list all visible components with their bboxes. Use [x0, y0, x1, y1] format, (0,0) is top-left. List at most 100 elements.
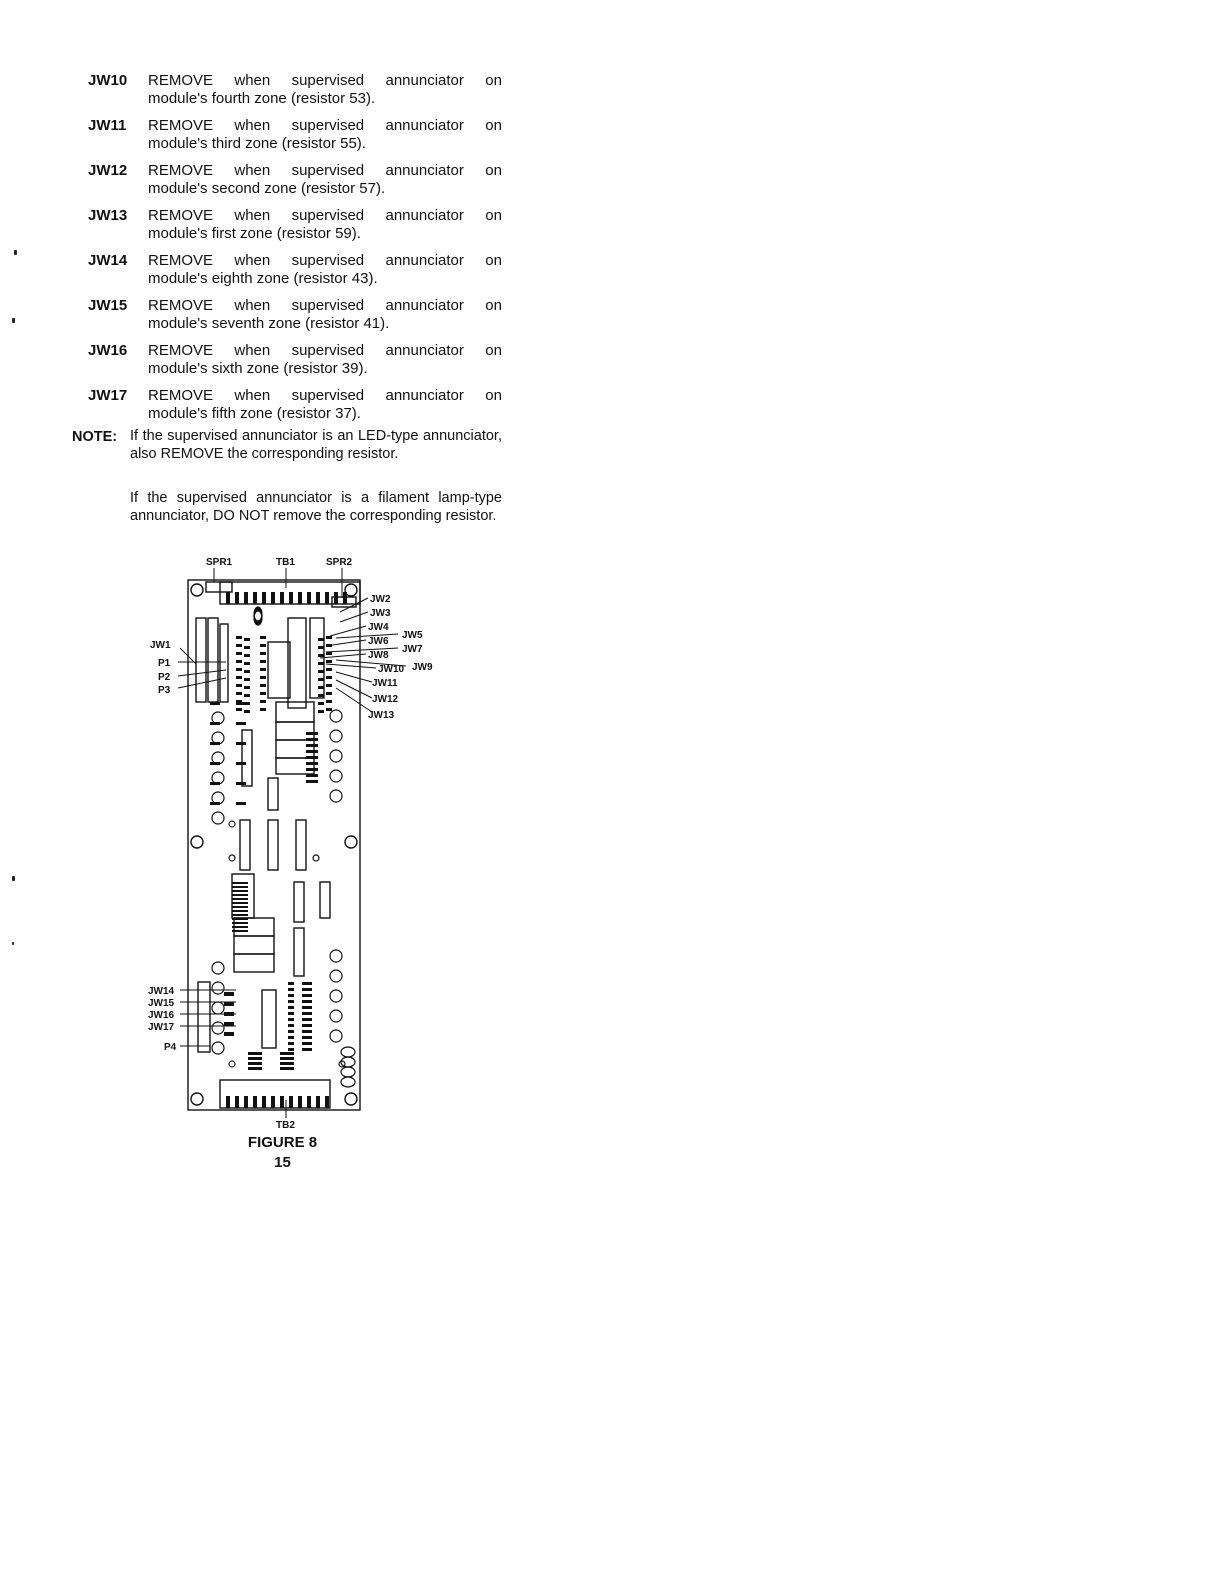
label-jw2: JW2: [370, 594, 391, 605]
ic-chip: [241, 729, 253, 787]
resistor: [318, 678, 324, 681]
ic-chip: [239, 819, 251, 871]
jumper-word: annunciator: [385, 297, 464, 314]
resistor: [244, 686, 250, 689]
jumper-word: when: [234, 297, 271, 314]
resistor: [224, 1002, 234, 1006]
resistor: [318, 654, 324, 657]
led-indicator: [211, 1021, 225, 1035]
led-indicator: [329, 769, 343, 783]
label-jw13: JW13: [368, 710, 395, 721]
label-spr2: SPR2: [326, 557, 353, 568]
jumper-word: when: [234, 117, 271, 134]
led-indicator: [340, 1076, 356, 1088]
jumper-code: JW14: [88, 252, 128, 269]
resistor: [326, 676, 332, 679]
label-jw17: JW17: [148, 1022, 175, 1033]
jumper-word: on: [485, 297, 502, 314]
label-jw11: JW11: [372, 678, 398, 689]
jumper-action: REMOVE: [148, 342, 214, 359]
resistor: [288, 982, 294, 985]
via-hole: [312, 854, 320, 862]
resistor: [302, 1000, 312, 1003]
resistor: [302, 1012, 312, 1015]
resistor: [302, 1030, 312, 1033]
resistor: [260, 652, 266, 655]
resistor: [318, 702, 324, 705]
resistor: [288, 1048, 294, 1051]
resistor: [236, 700, 242, 703]
label-jw14: JW14: [148, 986, 175, 997]
terminal-pin: [298, 592, 302, 604]
resistor: [302, 1024, 312, 1027]
note-paragraph-2: If the supervised annunciator is a filam…: [130, 490, 502, 524]
jumper-word: annunciator: [385, 207, 464, 224]
resistor: [236, 782, 246, 785]
jumper-code: JW16: [88, 342, 128, 359]
jumper-word: when: [234, 162, 271, 179]
terminal-pin: [226, 592, 230, 604]
terminal-pin: [289, 1096, 293, 1108]
led-indicator: [329, 1029, 343, 1043]
ic-chip: [267, 819, 279, 871]
resistor: [280, 1057, 294, 1060]
relay-block: [275, 757, 315, 775]
jumper-word: annunciator: [385, 252, 464, 269]
label-jw10: JW10: [378, 664, 405, 675]
jumper-detail: module's eighth zone (resistor 43).: [148, 270, 378, 287]
label-jw8: JW8: [368, 650, 389, 661]
resistor: [236, 762, 246, 765]
scan-speck: [12, 876, 15, 881]
mount-hole: [190, 583, 204, 597]
resistor: [288, 1030, 294, 1033]
label-jw15: JW15: [148, 998, 175, 1009]
terminal-pin: [262, 1096, 266, 1108]
resistor: [326, 660, 332, 663]
via-hole: [228, 820, 236, 828]
resistor: [326, 692, 332, 695]
resistor: [302, 994, 312, 997]
resistor: [248, 1057, 262, 1060]
resistor: [306, 762, 318, 765]
jumper-code: JW13: [88, 207, 128, 224]
resistor: [248, 1052, 262, 1055]
mount-hole: [344, 583, 358, 597]
jumper-word: when: [234, 252, 271, 269]
terminal-pin: [316, 592, 320, 604]
resistor: [306, 768, 318, 771]
led-indicator: [329, 989, 343, 1003]
jumper-word: on: [485, 72, 502, 89]
resistor: [232, 902, 248, 904]
jumper-detail: module's third zone (resistor 55).: [148, 135, 366, 152]
via-hole: [228, 854, 236, 862]
mount-hole: [190, 1092, 204, 1106]
resistor: [288, 988, 294, 991]
label-jw1: JW1: [150, 640, 171, 651]
jumper-word: supervised: [291, 342, 365, 359]
terminal-pin: [244, 592, 248, 604]
resistor: [318, 670, 324, 673]
jumper-word: supervised: [291, 207, 365, 224]
resistor: [236, 722, 246, 725]
resistor: [302, 1018, 312, 1021]
led-indicator: [329, 789, 343, 803]
resistor: [232, 886, 248, 888]
resistor: [236, 708, 242, 711]
resistor: [326, 668, 332, 671]
ic-chip: [287, 617, 307, 709]
terminal-pin: [325, 592, 329, 604]
resistor: [280, 1052, 294, 1055]
resistor: [244, 670, 250, 673]
resistor: [318, 638, 324, 641]
resistor: [236, 644, 242, 647]
jumper-action: REMOVE: [148, 252, 214, 269]
resistor: [236, 802, 246, 805]
resistor: [232, 914, 248, 916]
led-indicator: [329, 1009, 343, 1023]
resistor: [236, 684, 242, 687]
resistor: [318, 646, 324, 649]
resistor: [244, 702, 250, 705]
